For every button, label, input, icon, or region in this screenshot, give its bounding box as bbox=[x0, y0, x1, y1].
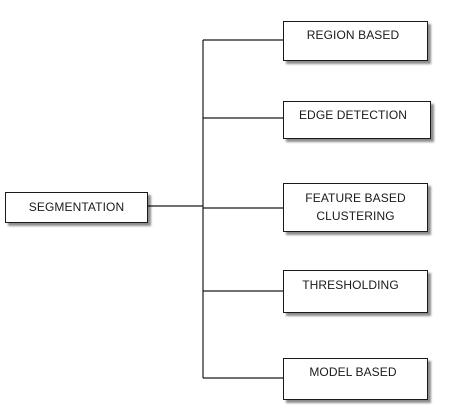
region-based-label: REGION BASED bbox=[306, 28, 400, 42]
edge-detection-box bbox=[283, 101, 431, 139]
root-node-label: SEGMENTATION bbox=[28, 200, 125, 214]
model-based-box bbox=[283, 358, 428, 400]
region-based-box bbox=[283, 21, 428, 61]
root-node-box bbox=[5, 192, 148, 223]
model-based-label: MODEL BASED bbox=[309, 365, 397, 379]
feature-based-clustering-box bbox=[283, 183, 428, 232]
edge-detection-label: EDGE DETECTION bbox=[298, 108, 408, 122]
feature-based-clustering-label: FEATURE BASED CLUSTERING bbox=[305, 191, 406, 223]
thresholding-label: THRESHOLDING bbox=[302, 278, 399, 292]
thresholding-box bbox=[283, 270, 428, 313]
